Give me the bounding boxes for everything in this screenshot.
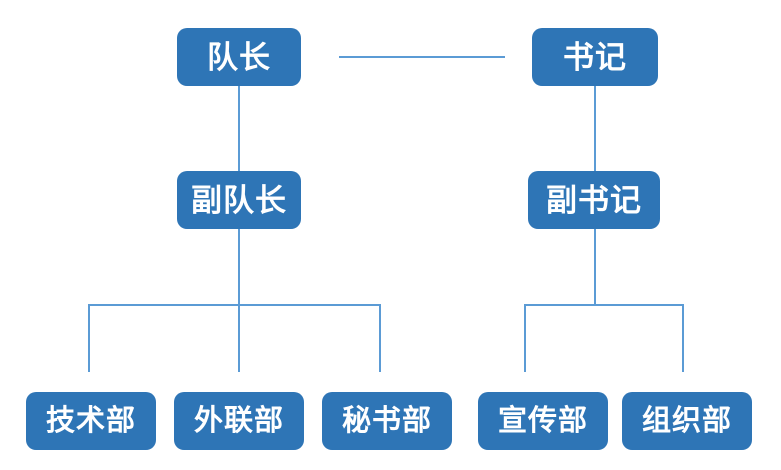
node-captain[interactable]: 队长 bbox=[177, 28, 301, 86]
node-vice-secretary[interactable]: 副书记 bbox=[528, 171, 660, 229]
connector-captain-to-vice-captain bbox=[238, 86, 240, 171]
connector-right-branch-bus bbox=[524, 304, 684, 306]
node-publicity-dept[interactable]: 宣传部 bbox=[478, 392, 608, 450]
node-tech-dept[interactable]: 技术部 bbox=[26, 392, 156, 450]
connector-drop-secretariat bbox=[379, 304, 381, 372]
node-secretary[interactable]: 书记 bbox=[532, 28, 658, 86]
connector-drop-org-dept bbox=[682, 304, 684, 372]
connector-left-branch-bus bbox=[88, 304, 381, 306]
node-vice-captain[interactable]: 副队长 bbox=[177, 171, 301, 229]
connector-drop-publicity-dept bbox=[524, 304, 526, 372]
connector-captain-to-secretary bbox=[339, 56, 505, 58]
connector-drop-outreach-dept bbox=[238, 304, 240, 372]
connector-vice-secretary-stem bbox=[594, 229, 596, 305]
node-outreach-dept[interactable]: 外联部 bbox=[174, 392, 304, 450]
connector-secretary-to-vice-secretary bbox=[594, 86, 596, 171]
connector-drop-tech-dept bbox=[88, 304, 90, 372]
node-org-dept[interactable]: 组织部 bbox=[622, 392, 752, 450]
node-secretariat[interactable]: 秘书部 bbox=[322, 392, 452, 450]
connector-vice-captain-stem bbox=[238, 229, 240, 305]
